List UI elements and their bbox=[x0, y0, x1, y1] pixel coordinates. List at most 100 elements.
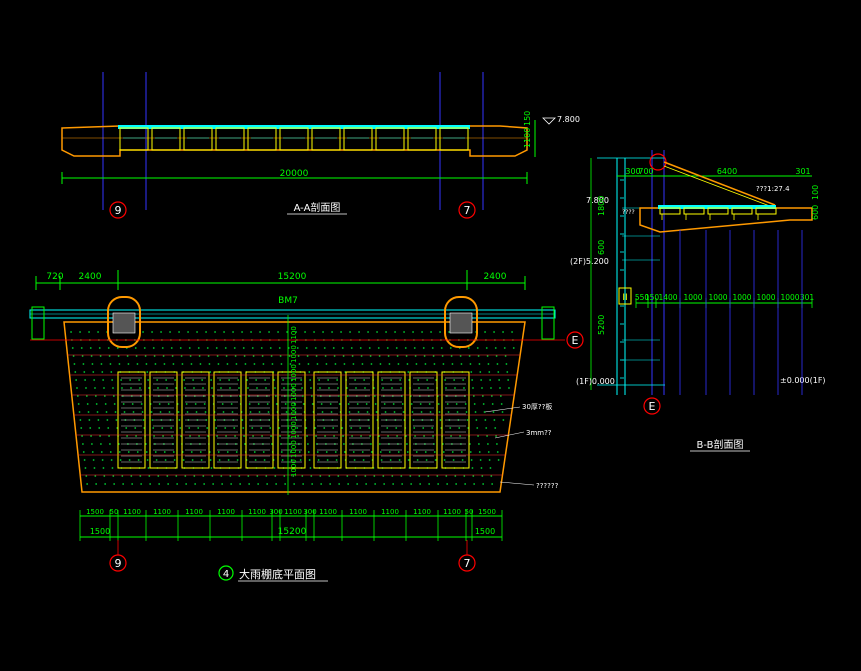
fill-dot bbox=[154, 451, 157, 453]
fill-dot bbox=[351, 355, 354, 357]
dim-text: 1000 bbox=[708, 293, 727, 302]
note-edge: ?????? bbox=[536, 482, 559, 490]
glass-panel-frame bbox=[409, 371, 438, 469]
fill-dot bbox=[262, 451, 265, 453]
fill-dot bbox=[502, 419, 505, 421]
fill-dot bbox=[378, 435, 380, 437]
fill-dot bbox=[314, 427, 317, 429]
fill-dot bbox=[414, 355, 417, 357]
fill-dot bbox=[151, 419, 154, 421]
fill-dot bbox=[222, 411, 225, 413]
fill-dot bbox=[182, 459, 185, 461]
fill-dot bbox=[428, 403, 431, 405]
fill-dot bbox=[373, 475, 376, 477]
fill-dot bbox=[399, 379, 402, 381]
fill-dot bbox=[265, 475, 268, 477]
fill-dot bbox=[383, 403, 386, 405]
fill-dot bbox=[505, 363, 508, 365]
fill-dot bbox=[293, 483, 296, 485]
fill-dot bbox=[392, 403, 395, 405]
fill-dot bbox=[336, 379, 339, 381]
fill-dot bbox=[481, 395, 484, 397]
fill-dot bbox=[198, 355, 201, 357]
fill-dot bbox=[495, 435, 497, 437]
fill-dot bbox=[317, 459, 320, 461]
elev-7800: 7.800 bbox=[586, 196, 609, 205]
fill-dot bbox=[82, 451, 85, 453]
fill-dot bbox=[234, 435, 236, 437]
fill-dot bbox=[203, 403, 206, 405]
fill-dot bbox=[270, 355, 273, 357]
fill-dot bbox=[187, 331, 189, 333]
dim-text: 150 bbox=[645, 293, 660, 302]
fill-dot bbox=[253, 451, 256, 453]
fill-dot bbox=[368, 347, 371, 349]
fill-dot bbox=[146, 371, 149, 373]
dim-text: 1500 bbox=[86, 508, 104, 516]
fill-dot bbox=[502, 331, 504, 333]
fill-dot bbox=[189, 435, 191, 437]
fill-dot bbox=[362, 459, 365, 461]
fill-dot bbox=[253, 363, 256, 365]
fill-dot bbox=[247, 395, 250, 397]
fill-dot bbox=[392, 483, 395, 485]
fill-dot bbox=[439, 419, 442, 421]
fill-dot bbox=[97, 419, 100, 421]
fill-dot bbox=[161, 347, 164, 349]
fill-dot bbox=[418, 387, 420, 389]
fill-dot bbox=[289, 363, 292, 365]
fill-dot bbox=[363, 379, 366, 381]
fill-dot bbox=[430, 331, 432, 333]
fill-dot bbox=[242, 347, 245, 349]
fill-dot bbox=[491, 403, 494, 405]
fill-dot bbox=[450, 355, 453, 357]
fill-dot bbox=[280, 443, 282, 445]
glass-panel-frame bbox=[731, 207, 753, 215]
fill-dot bbox=[92, 371, 95, 373]
fill-dot bbox=[354, 379, 357, 381]
fill-dot bbox=[361, 363, 364, 365]
fill-dot bbox=[214, 331, 216, 333]
axis-bubble-7 bbox=[458, 554, 476, 572]
fill-dot bbox=[173, 459, 176, 461]
fill-dot bbox=[119, 459, 122, 461]
fill-dot bbox=[185, 403, 188, 405]
plan-title: 大雨棚底平面图 bbox=[239, 567, 316, 581]
fill-dot bbox=[460, 451, 463, 453]
glass-panel-frame bbox=[343, 127, 373, 151]
fill-dot bbox=[76, 387, 78, 389]
title-number: 4 bbox=[223, 569, 229, 580]
fill-dot bbox=[228, 379, 231, 381]
fill-dot bbox=[91, 443, 93, 445]
dim-vertical-text: 1000 bbox=[290, 459, 298, 477]
fill-dot bbox=[259, 331, 261, 333]
fill-dot bbox=[293, 403, 296, 405]
fill-dot bbox=[262, 363, 265, 365]
fill-dot bbox=[176, 483, 179, 485]
elev-2f: (2F)5.200 bbox=[570, 257, 609, 266]
fill-dot bbox=[341, 347, 344, 349]
fill-dot bbox=[136, 363, 139, 365]
fill-dot bbox=[78, 411, 81, 413]
fill-dot bbox=[282, 379, 285, 381]
dim-vertical-text: 1000 bbox=[290, 345, 298, 363]
fill-dot bbox=[351, 435, 353, 437]
fill-dot bbox=[441, 355, 444, 357]
fill-dot bbox=[415, 451, 418, 453]
section-marker bbox=[618, 287, 632, 305]
dim-text: 1100 bbox=[319, 508, 337, 516]
fill-dot bbox=[237, 379, 240, 381]
fill-dot bbox=[263, 459, 266, 461]
fill-dot bbox=[424, 363, 427, 365]
dim-2400-right: 2400 bbox=[484, 272, 507, 282]
fill-dot bbox=[487, 363, 490, 365]
fill-dot bbox=[446, 483, 449, 485]
fill-dot bbox=[390, 379, 393, 381]
fill-dot bbox=[462, 379, 465, 381]
fill-dot bbox=[409, 475, 412, 477]
fill-dot bbox=[246, 379, 249, 381]
fill-dot bbox=[284, 483, 287, 485]
fill-dot bbox=[490, 475, 493, 477]
section-bb: 300 700 6400 301 ???1:27.4 ???? 600 100 … bbox=[570, 150, 826, 452]
fill-dot bbox=[118, 451, 121, 453]
